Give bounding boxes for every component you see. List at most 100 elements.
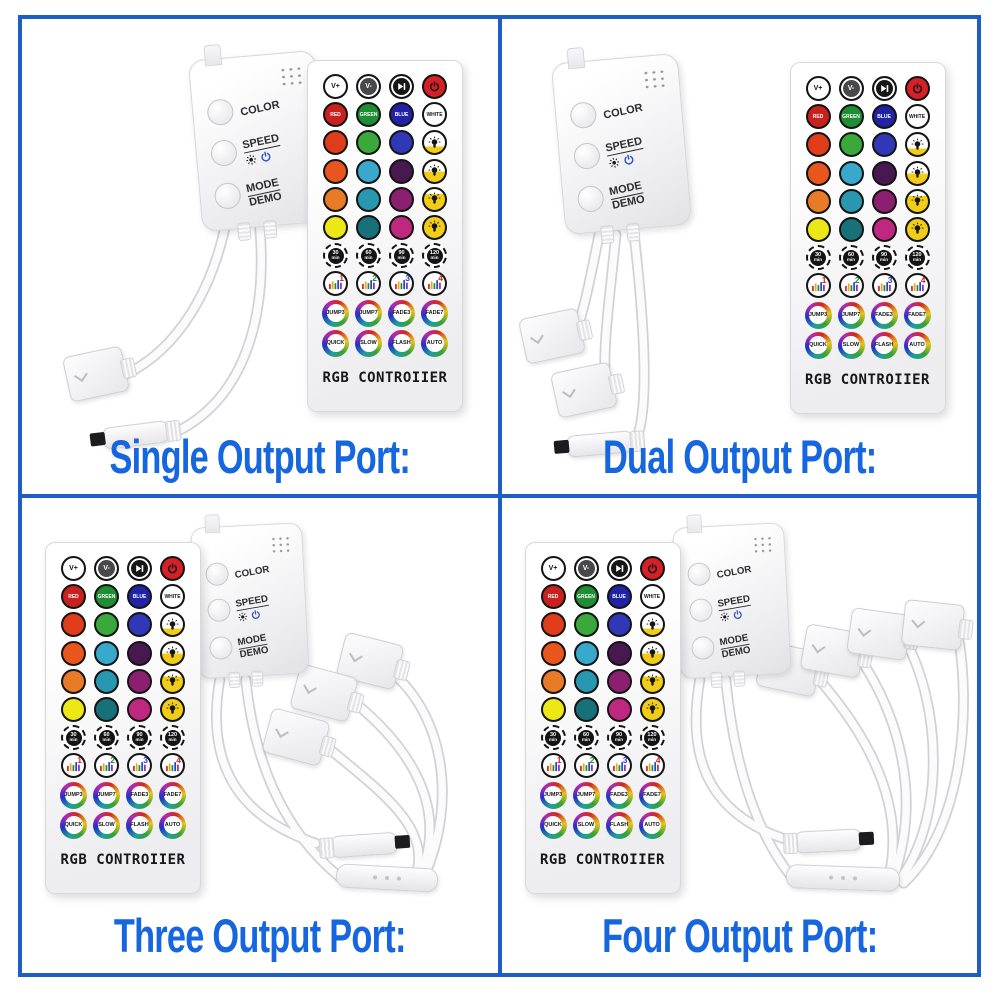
music-number: 2 bbox=[854, 275, 860, 286]
bulb-icon bbox=[646, 646, 659, 660]
rainbow-ring-icon bbox=[544, 786, 562, 804]
color-label: COLOR bbox=[233, 564, 271, 581]
brightness-btn bbox=[904, 160, 930, 186]
controller-btn-label: SPEED bbox=[241, 132, 283, 166]
mode-btn-quick: QUICK bbox=[322, 329, 349, 357]
speed-icons bbox=[237, 607, 271, 622]
dc-male-plug-black-tip bbox=[782, 828, 874, 855]
cable-exit-stub bbox=[237, 222, 252, 242]
timer-unit: min bbox=[397, 255, 406, 261]
bulb-icon bbox=[166, 674, 179, 688]
controller-push-button bbox=[208, 636, 233, 661]
mode-btn-fade7: FADE7 bbox=[159, 781, 186, 809]
remote-btn-label: V+ bbox=[331, 83, 340, 90]
rainbow-ring-icon bbox=[392, 304, 411, 322]
remote-btn-label: GREEN bbox=[577, 593, 595, 600]
white-cable bbox=[719, 674, 797, 883]
rainbow-ring-icon bbox=[97, 786, 116, 804]
connector-arrow-icon bbox=[73, 368, 88, 383]
rgb-4pin-female-connector bbox=[900, 598, 974, 652]
rainbow-ring-icon bbox=[577, 786, 595, 804]
remote-btn-label: WHITE bbox=[643, 593, 661, 600]
remote-color-btn bbox=[127, 696, 152, 722]
remote-btn-label: WHITE bbox=[426, 111, 443, 118]
remote-color-btn bbox=[838, 132, 864, 158]
power-icon bbox=[733, 610, 742, 619]
rainbow-ring-icon bbox=[544, 816, 562, 835]
rainbow-ring-icon bbox=[326, 304, 345, 322]
music-btn-4: 4 bbox=[639, 753, 665, 779]
mode-btn-fade3: FADE3 bbox=[388, 299, 415, 327]
mode-btn-flash: FLASH bbox=[126, 811, 153, 839]
remote-color-btn bbox=[323, 158, 348, 184]
timer-unit: min bbox=[168, 737, 177, 743]
controller-btn-row: COLOR bbox=[686, 560, 752, 587]
white-cable bbox=[895, 636, 937, 884]
white-cable bbox=[349, 697, 434, 881]
mode-btn-fade3: FADE3 bbox=[605, 781, 633, 809]
timer-unit: min bbox=[813, 257, 822, 263]
remote-color-btn bbox=[356, 186, 381, 212]
timer-unit: min bbox=[331, 255, 340, 261]
remote-btn-v: V- bbox=[356, 74, 381, 99]
timer-unit: min bbox=[102, 737, 111, 743]
mode-btn-label: JUMP7 bbox=[576, 792, 596, 798]
timer-value: 90 bbox=[136, 731, 143, 738]
music-bars-icon bbox=[877, 280, 892, 292]
remote-color-btn bbox=[356, 158, 381, 184]
mode-btn-label: SLOW bbox=[577, 822, 595, 829]
brightness-btn bbox=[422, 186, 447, 212]
music-btn-1: 1 bbox=[323, 271, 348, 297]
mode-btn-label: FADE7 bbox=[643, 792, 661, 798]
remote-color-btn bbox=[389, 214, 414, 240]
rainbow-ring-icon bbox=[908, 306, 926, 324]
power-button bbox=[639, 556, 665, 581]
mode-btn-fade7: FADE7 bbox=[638, 781, 666, 809]
power-button bbox=[904, 76, 930, 101]
power-icon bbox=[261, 151, 271, 162]
remote-color-btn bbox=[61, 668, 86, 694]
music-bars-icon bbox=[165, 760, 180, 772]
connector-arrow-icon bbox=[856, 622, 871, 637]
power-icon bbox=[647, 563, 658, 574]
remote-btn-label: WHITE bbox=[908, 113, 926, 120]
timer-unit: min bbox=[430, 255, 439, 261]
remote-color-btn bbox=[94, 640, 119, 666]
music-number: 4 bbox=[920, 275, 926, 286]
music-number: 4 bbox=[176, 755, 181, 766]
music-bars-icon bbox=[427, 278, 442, 290]
cable-exit-stub bbox=[262, 219, 278, 239]
power-icon bbox=[167, 563, 178, 574]
speaker-grill-dots bbox=[267, 534, 291, 555]
mode-btn-jump7: JUMP7 bbox=[93, 781, 120, 809]
mounting-tab bbox=[204, 514, 221, 534]
timer-value: 90 bbox=[615, 731, 623, 738]
remote-btn-green: GREEN bbox=[573, 584, 599, 610]
mode-btn-label: FADE7 bbox=[425, 310, 444, 316]
bulb-icon bbox=[428, 136, 441, 150]
remote-btn-blue: BLUE bbox=[606, 584, 632, 610]
rainbow-ring-icon bbox=[64, 816, 83, 835]
music-bars-icon bbox=[328, 278, 343, 290]
remote-btn-v: V- bbox=[94, 556, 119, 581]
music-btn-3: 3 bbox=[871, 273, 897, 299]
music-bars-icon bbox=[132, 760, 147, 772]
timer-unit: min bbox=[135, 737, 144, 743]
timer-unit: min bbox=[364, 255, 373, 261]
remote-color-btn bbox=[838, 160, 864, 186]
remote-btn-v: V- bbox=[838, 76, 864, 101]
mode-btn-label: QUICK bbox=[809, 342, 827, 349]
